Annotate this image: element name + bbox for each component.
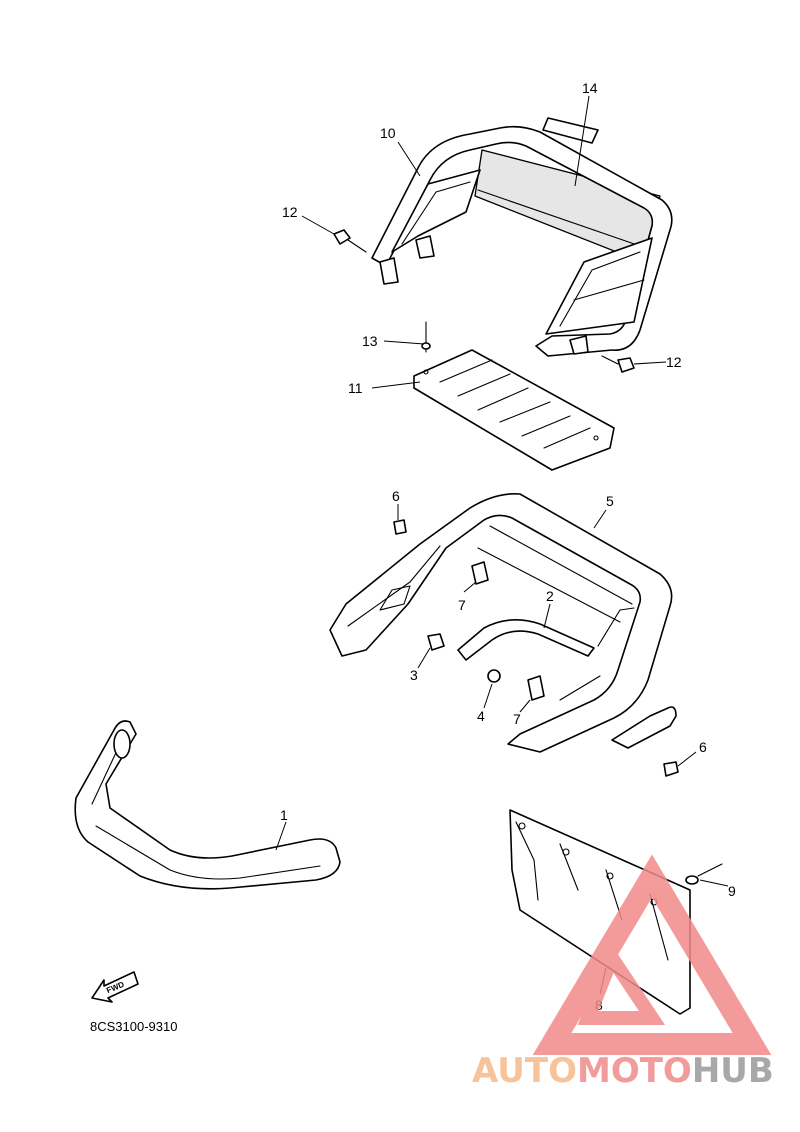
callout-labels: 14 10 12 12 13 11 6 5 7 2 3 4 7 6 1 8 9	[280, 80, 736, 1013]
callout-2: 2	[546, 588, 554, 604]
part-3-bolt[interactable]	[427, 633, 445, 651]
part-7-clip-upper[interactable]	[471, 561, 489, 585]
part-9-screw[interactable]	[685, 863, 723, 885]
svg-text:AUTOMOTOHUB: AUTOMOTOHUB	[472, 1051, 774, 1091]
part-5-guard[interactable]	[329, 492, 673, 753]
callout-3: 3	[410, 667, 418, 683]
part-11-plate[interactable]	[413, 349, 615, 471]
diagram-code: 8CS3100-9310	[90, 1019, 177, 1034]
part-1-bumper[interactable]	[74, 720, 341, 890]
part-10-rack[interactable]	[371, 125, 673, 357]
part-13-pin[interactable]	[421, 321, 431, 353]
callout-6-upper: 6	[392, 488, 400, 504]
callout-7-lower: 7	[513, 711, 521, 727]
callout-13: 13	[362, 333, 378, 349]
part-8-flap[interactable]	[509, 809, 691, 1015]
guard-mount-bracket	[611, 706, 677, 749]
callout-14: 14	[582, 80, 598, 96]
watermark-triangle-icon	[532, 854, 772, 1055]
callout-7-upper: 7	[458, 597, 466, 613]
part-4-nut[interactable]	[487, 669, 501, 683]
part-12-bolt-right[interactable]	[601, 355, 635, 373]
fwd-arrow: FWD	[91, 971, 139, 1003]
callout-10: 10	[380, 125, 396, 141]
part-2-bar[interactable]	[457, 619, 595, 661]
callout-5: 5	[606, 493, 614, 509]
part-14-decal[interactable]	[542, 117, 599, 144]
watermark: AUTOMOTOHUB	[472, 854, 774, 1091]
watermark-auto: AUTO	[472, 1051, 577, 1091]
callout-6-lower: 6	[699, 739, 707, 755]
part-6-bolt-lower[interactable]	[663, 761, 679, 777]
watermark-moto: MOTO	[577, 1051, 692, 1091]
part-12-bolt-left[interactable]	[333, 229, 367, 253]
part-6-bolt-upper[interactable]	[393, 519, 407, 535]
callout-11: 11	[348, 380, 363, 396]
callout-4: 4	[477, 708, 485, 724]
callout-1: 1	[280, 807, 288, 823]
callout-9: 9	[728, 883, 736, 899]
callout-12-left: 12	[282, 204, 298, 220]
watermark-hub: HUB	[692, 1051, 774, 1091]
callout-12-right: 12	[666, 354, 682, 370]
part-7-clip-lower[interactable]	[527, 675, 545, 701]
